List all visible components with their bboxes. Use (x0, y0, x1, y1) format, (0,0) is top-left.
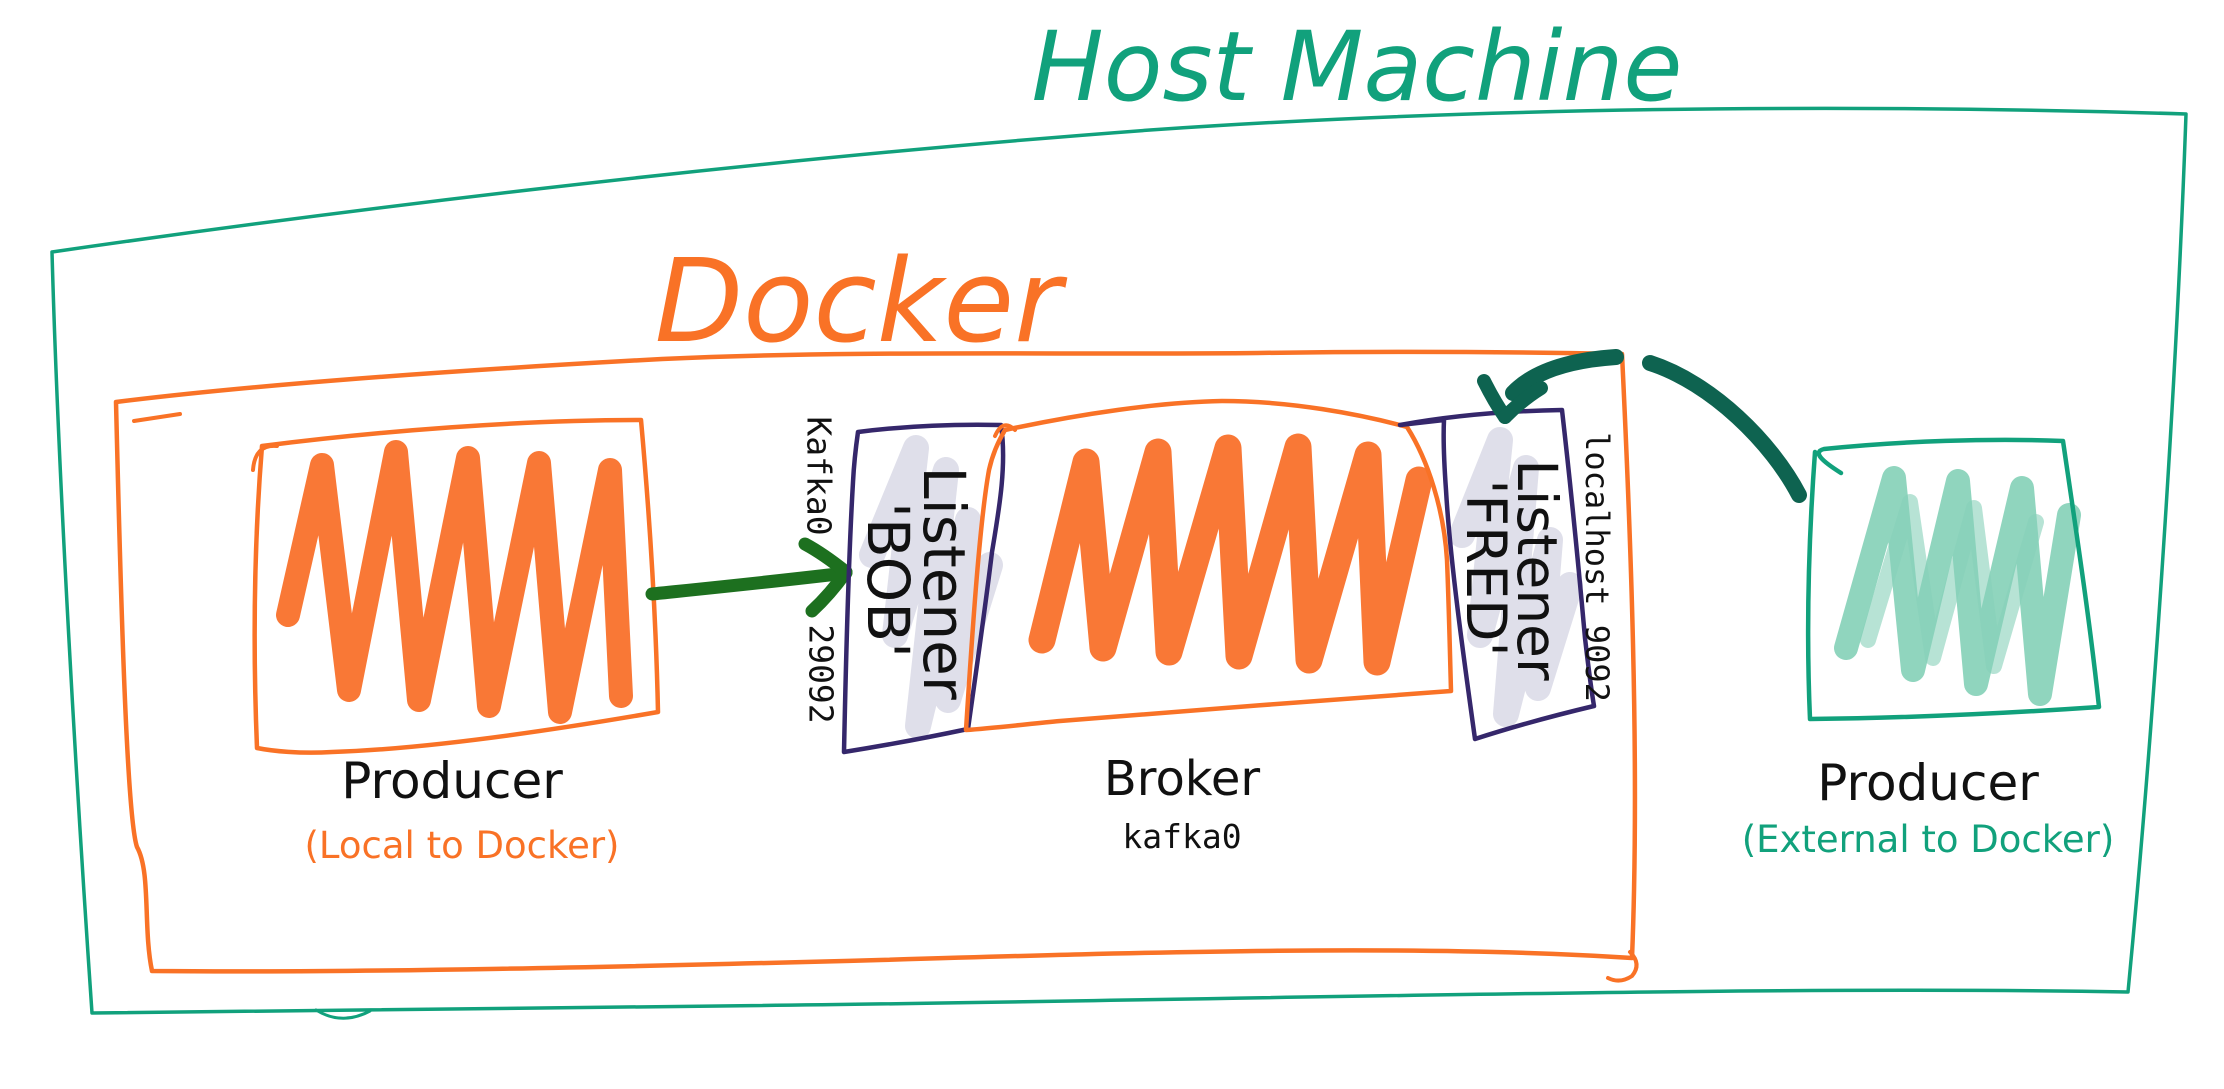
producer-external-box (1805, 437, 2102, 722)
broker-box-corner-tick (993, 423, 1017, 438)
listener-bob-label-line2: 'BOB' (854, 502, 922, 658)
listener-bob-advertised-host-label: Kafka0 (800, 416, 839, 535)
producer-local-box (252, 417, 661, 755)
listener-bob-label-line1: Listener (910, 466, 978, 700)
host-machine-box (50, 106, 2188, 1015)
listener-fred-group: Listener 'FRED' localhost 9092 (1397, 407, 1616, 742)
producer-local-scribble (276, 440, 633, 724)
arrow-external-to-fred-head-right (1498, 381, 1548, 424)
arrow-producer-to-bob (645, 537, 853, 618)
arrow-external-to-fred-outer-segment (1642, 355, 1807, 503)
arrow-producer-to-bob-head-upper (798, 537, 853, 579)
producer-local-sublabel: (Local to Docker) (305, 824, 620, 867)
listener-bob-scribble (859, 435, 1003, 739)
listener-bob-port-label: 29092 (802, 624, 841, 723)
arrow-external-to-fred-inner-segment (1505, 349, 1624, 401)
broker-sublabel: kafka0 (1122, 817, 1241, 856)
arrow-external-to-fred (1477, 349, 1807, 503)
docker-group: Docker (113, 235, 1639, 983)
producer-external-sublabel: (External to Docker) (1742, 818, 2115, 861)
docker-box-corner-tick (132, 412, 182, 423)
listener-fred-box (1397, 407, 1597, 742)
host-machine-title: Host Machine (1032, 11, 1683, 123)
arrow-producer-to-bob-shaft (645, 566, 853, 601)
listener-fred-scribble (1449, 427, 1583, 727)
host-machine-group: Host Machine (50, 11, 2188, 1020)
docker-box-corner-hook (1606, 950, 1639, 983)
broker-label: Broker (1104, 751, 1261, 807)
broker-scribble (1028, 433, 1433, 676)
broker-box (963, 398, 1454, 733)
listener-bob-group: Listener 'BOB' Kafka0 29092 (800, 416, 1006, 755)
producer-external-scribble-overlay (1860, 494, 2044, 674)
producer-external-label: Producer (1817, 754, 2039, 812)
producer-local-group: Producer (Local to Docker) (251, 417, 661, 867)
producer-external-scribble (1834, 466, 2081, 706)
arrow-producer-to-bob-head-lower (805, 565, 853, 618)
producer-external-group: Producer (External to Docker) (1742, 437, 2115, 861)
listener-fred-label-line2: 'FRED' (1454, 479, 1518, 656)
listener-fred-endpoint-label: localhost 9092 (1578, 432, 1616, 702)
docker-box (113, 349, 1638, 974)
producer-local-label: Producer (341, 752, 563, 810)
docker-title: Docker (655, 235, 1068, 369)
producer-local-corner-tick (251, 443, 279, 472)
listener-fred-label-line1: Listener (1505, 459, 1569, 681)
broker-group: Broker kafka0 (963, 398, 1454, 856)
host-box-bottom-squiggle (314, 1008, 372, 1020)
